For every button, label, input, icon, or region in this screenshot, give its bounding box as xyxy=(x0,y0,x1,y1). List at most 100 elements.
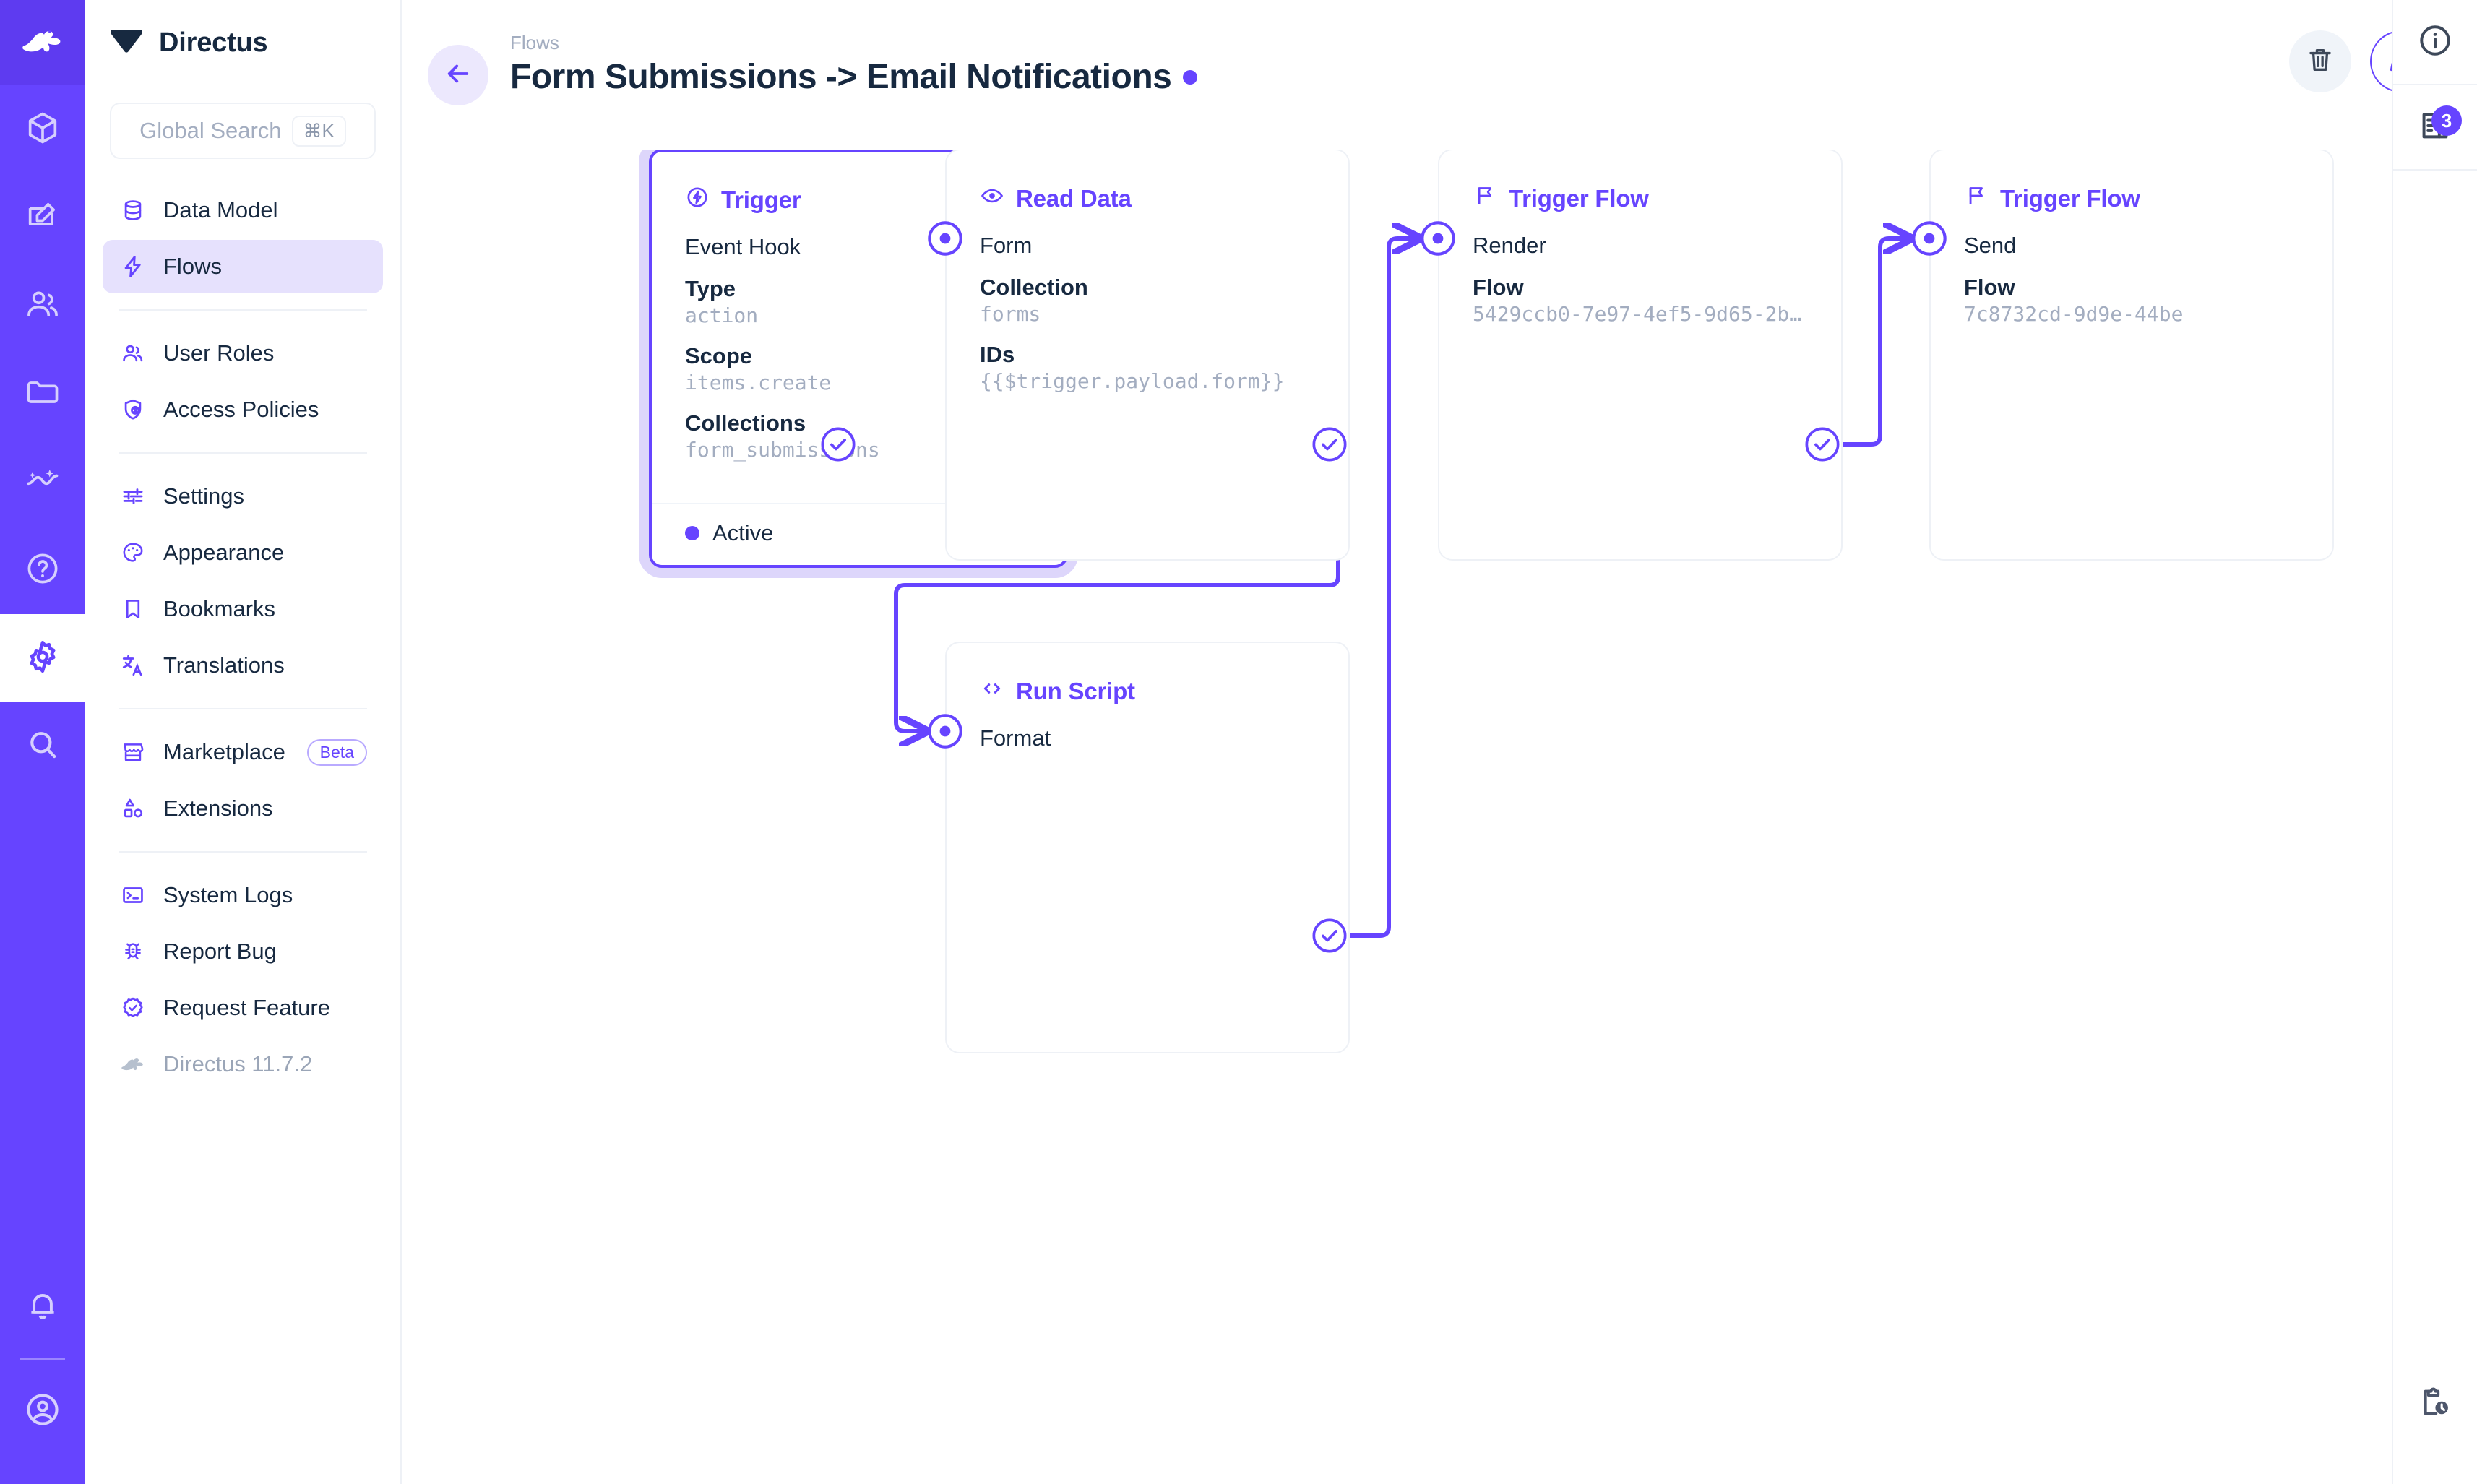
node-body: Render Flow 5429ccb0-7e97-4ef5-9d65-2b… xyxy=(1439,214,1841,326)
sidebar-item-data-model[interactable]: Data Model xyxy=(103,184,383,237)
sidebar-item-version: Directus 11.7.2 xyxy=(103,1037,383,1091)
directus-mark-icon xyxy=(110,29,143,57)
sidebar-item-label: Settings xyxy=(163,483,245,509)
port-input-trigger-flow-send[interactable] xyxy=(1910,220,1948,261)
palette-icon xyxy=(119,538,147,567)
folder-icon xyxy=(24,374,61,415)
gear-icon xyxy=(23,637,62,680)
sidebar-item-extensions[interactable]: Extensions xyxy=(103,782,383,835)
activity-history-button[interactable] xyxy=(2392,1361,2477,1446)
account-circle-icon xyxy=(23,1390,62,1433)
module-insights[interactable] xyxy=(0,438,85,526)
port-input-trigger-flow-render[interactable] xyxy=(1419,220,1457,261)
search-icon xyxy=(24,726,61,767)
sidebar-item-translations[interactable]: Translations xyxy=(103,639,383,692)
sidebar-item-marketplace[interactable]: Marketplace Beta xyxy=(103,725,383,779)
flow-right-drawer: 3 xyxy=(2392,0,2477,1484)
node-title-label: Read Data xyxy=(1016,185,1132,212)
node-field-key: Collection xyxy=(980,275,1088,300)
module-files[interactable] xyxy=(0,350,85,438)
port-input-read-data[interactable] xyxy=(926,220,964,261)
bug-icon xyxy=(119,937,147,966)
node-title-label: Trigger Flow xyxy=(2000,185,2140,212)
node-subtitle: Render xyxy=(1473,233,1546,258)
flow-node-run-script[interactable]: Run Script Format xyxy=(945,642,1350,1053)
logs-count-badge: 3 xyxy=(2431,105,2462,136)
directus-logo-button[interactable] xyxy=(0,0,85,85)
module-content[interactable] xyxy=(0,173,85,262)
module-search[interactable] xyxy=(0,702,85,790)
sidebar-divider xyxy=(119,452,367,454)
module-rail-bottom xyxy=(0,1263,85,1484)
module-rail-items xyxy=(0,85,85,790)
translate-icon xyxy=(119,651,147,680)
flag-icon xyxy=(1473,184,1497,214)
module-users[interactable] xyxy=(0,262,85,350)
status-dot xyxy=(685,526,699,540)
flow-node-trigger-flow-render[interactable]: Trigger Flow Render Flow 5429ccb0-7e97-4… xyxy=(1438,149,1843,561)
users-icon xyxy=(24,285,61,327)
node-title-row: Read Data xyxy=(947,150,1348,214)
insights-icon xyxy=(24,462,61,503)
node-body: Format xyxy=(947,707,1348,751)
flow-topbar: Flows Form Submissions -> Email Notifica… xyxy=(402,0,2477,150)
code-icon xyxy=(980,676,1004,707)
port-resolve-trigger[interactable] xyxy=(819,426,857,467)
sidebar-header: Directus xyxy=(85,0,400,85)
people-icon xyxy=(119,339,147,368)
status-label: Active xyxy=(712,520,774,545)
sidebar-item-settings[interactable]: Settings xyxy=(103,470,383,523)
trash-icon xyxy=(2305,45,2335,79)
sidebar-item-system-logs[interactable]: System Logs xyxy=(103,868,383,922)
sidebar-item-access-policies[interactable]: Access Policies xyxy=(103,383,383,436)
sidebar-item-report-bug[interactable]: Report Bug xyxy=(103,925,383,978)
delete-flow-button[interactable] xyxy=(2289,30,2351,92)
sidebar-item-bookmarks[interactable]: Bookmarks xyxy=(103,582,383,636)
page-title: Form Submissions -> Email Notifications xyxy=(510,57,1198,97)
port-resolve-run-script[interactable] xyxy=(1311,917,1348,958)
sidebar-item-user-roles[interactable]: User Roles xyxy=(103,327,383,380)
port-resolve-read-data[interactable] xyxy=(1311,426,1348,467)
flow-node-read-data[interactable]: Read Data Form Collection forms IDs {{$t… xyxy=(945,149,1350,561)
page-title-text: Form Submissions -> Email Notifications xyxy=(510,58,1172,96)
flow-info-button[interactable] xyxy=(2392,0,2477,85)
brand-name: Directus xyxy=(159,27,268,58)
tune-icon xyxy=(119,482,147,511)
back-button[interactable] xyxy=(428,45,488,105)
sidebar-divider xyxy=(119,309,367,311)
edit-square-icon xyxy=(24,197,61,238)
shapes-icon xyxy=(119,794,147,823)
global-search-input[interactable]: Global Search ⌘K xyxy=(110,103,376,159)
directus-rabbit-logo-icon xyxy=(20,25,65,61)
flow-logs-button[interactable]: 3 xyxy=(2392,85,2477,171)
module-rail xyxy=(0,0,85,1484)
shield-person-icon xyxy=(119,395,147,424)
sidebar-item-label: Report Bug xyxy=(163,939,277,964)
module-help[interactable] xyxy=(0,526,85,614)
node-field-value: {{$trigger.payload.form}} xyxy=(980,369,1285,393)
cube-icon xyxy=(24,109,61,150)
module-content-model[interactable] xyxy=(0,85,85,173)
port-input-run-script[interactable] xyxy=(926,712,964,754)
flow-editor-main: Trigger Event Hook Type action Scope ite… xyxy=(402,0,2477,1484)
node-subtitle: Event Hook xyxy=(685,234,801,259)
notifications-button[interactable] xyxy=(0,1263,85,1351)
user-account-button[interactable] xyxy=(0,1367,85,1455)
flow-node-trigger-flow-send[interactable]: Trigger Flow Send Flow 7c8732cd-9d9e-44b… xyxy=(1929,149,2334,561)
breadcrumb[interactable]: Flows xyxy=(510,32,559,53)
node-body: Form Collection forms IDs {{$trigger.pay… xyxy=(947,214,1348,393)
bookmark-icon xyxy=(119,595,147,624)
port-resolve-trigger-flow-render[interactable] xyxy=(1804,426,1841,467)
node-body: Send Flow 7c8732cd-9d9e-44be xyxy=(1931,214,2332,326)
sidebar-item-label: User Roles xyxy=(163,340,275,366)
sidebar-item-flows[interactable]: Flows xyxy=(103,240,383,293)
sidebar-item-request-feature[interactable]: Request Feature xyxy=(103,981,383,1035)
node-field-key: Scope xyxy=(685,343,753,368)
verified-icon xyxy=(119,993,147,1022)
node-field-key: Flow xyxy=(1964,275,2015,300)
search-placeholder: Global Search xyxy=(139,118,282,143)
module-settings[interactable] xyxy=(0,614,85,702)
sidebar-item-appearance[interactable]: Appearance xyxy=(103,526,383,579)
eye-icon xyxy=(980,184,1004,214)
info-circle-icon xyxy=(2417,22,2453,62)
